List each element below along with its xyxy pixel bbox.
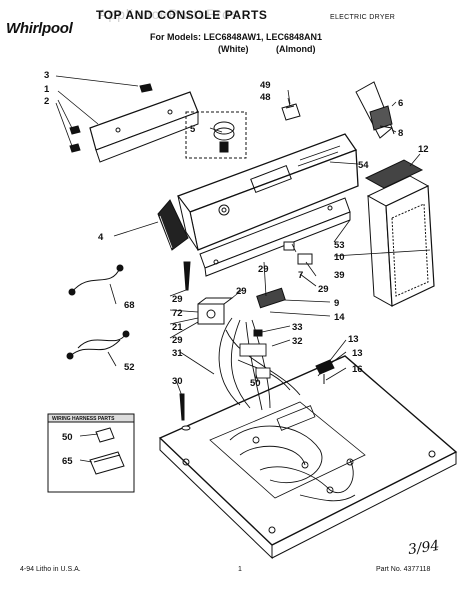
footer-page-number: 1 [238,566,242,573]
part-7 [283,241,295,251]
page-subtitle: ELECTRIC DRYER [330,14,396,21]
lint-filter-housing [364,159,435,307]
callout-9: 9 [334,298,339,309]
mounting-bracket [69,83,199,163]
dryer-top-panel [158,355,458,560]
callout-49: 49 [260,80,271,91]
control-panel-strip [199,197,351,277]
callout-48: 48 [260,92,271,103]
callout-32: 32 [292,336,303,347]
callout-52: 52 [124,362,135,373]
console-backguard [176,133,359,251]
footer-litho: 4-94 Litho in U.S.A. [20,566,81,573]
harness-box-title: WIRING HARNESS PARTS [52,416,115,422]
callout-4: 4 [98,232,104,243]
callout-10: 10 [334,252,345,263]
callout-53: 53 [334,240,345,251]
callout-29-a: 29 [258,264,269,275]
part-33 [253,329,263,337]
callout-33: 33 [292,322,303,333]
callout-16: 16 [352,364,363,375]
leader-lines [55,75,431,463]
wire-52 [69,333,127,357]
brand-logo: Whirlpool [6,20,73,37]
callout-6: 6 [398,98,403,109]
part-9-switch [256,287,286,309]
callout-14: 14 [334,312,345,323]
watermark: AppliancePartsPros [98,6,239,22]
callout-7: 7 [298,270,303,281]
callout-72: 72 [172,308,183,319]
callout-54: 54 [358,160,369,171]
right-end-cap [355,81,395,139]
callout-21: 21 [172,322,183,333]
callout-labels: 3 1 2 4 5 6 8 12 49 48 54 53 10 7 29 39 … [44,70,429,467]
callout-29-c: 29 [236,286,247,297]
callout-1: 1 [44,84,50,95]
callout-12: 13 [348,334,359,345]
harness-parts-box [47,413,135,493]
callout-50: 50 [62,432,73,443]
footer-part-number: Part No. 4377118 [376,566,431,573]
callout-65: 65 [62,456,73,467]
callout-68: 68 [124,300,135,311]
main-harness-bundle [218,317,301,411]
model-numbers: For Models: LEC6848AW1, LEC6848AN1 [150,32,323,42]
callout-2: 2 [44,96,49,107]
callout-5: 5 [190,124,196,135]
part-21-relay [197,297,234,325]
callout-29-b: 29 [318,284,329,295]
callout-30: 30 [172,376,183,387]
callout-39: 39 [334,270,345,281]
callout-8: 8 [398,128,403,139]
page-title: TOP AND CONSOLE PARTS [96,8,268,22]
wiring-harness [229,425,356,502]
callout-29-e: 29 [172,335,183,346]
callout-11: 12 [418,144,429,155]
callout-3: 3 [44,70,49,81]
wire-68 [71,267,121,293]
part-39 [297,253,313,265]
callout-13: 13 [352,348,363,359]
color-almond-label: (Almond) [276,44,316,54]
callout-29-d: 29 [172,294,183,305]
left-end-cap [157,199,189,251]
color-white-label: (White) [218,44,249,54]
callout-51: 50 [250,378,261,389]
callout-31: 31 [172,348,183,359]
